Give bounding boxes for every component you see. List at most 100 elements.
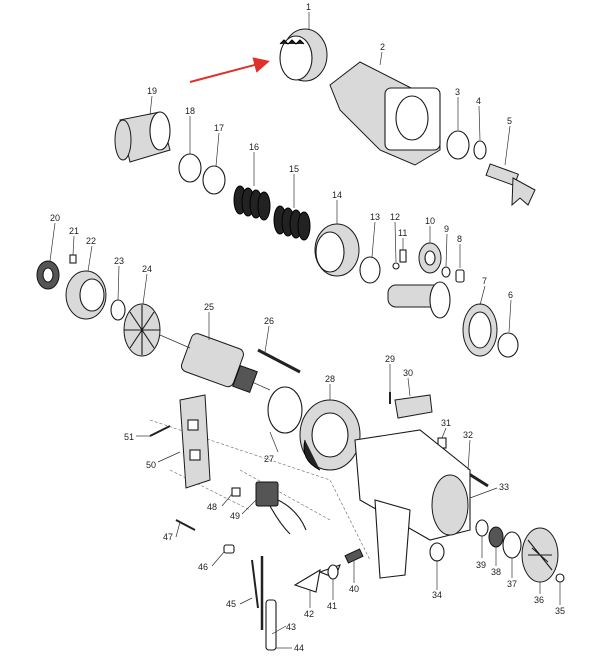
part-2-gear-housing <box>329 61 441 166</box>
part-label-36: 36 <box>534 595 544 605</box>
part-label-17: 17 <box>214 123 224 133</box>
part-37-washer <box>502 531 522 559</box>
part-51-screw <box>149 425 171 437</box>
part-label-45: 45 <box>226 599 236 609</box>
part-27-washer <box>267 386 303 434</box>
part-label-2: 2 <box>380 42 385 52</box>
part-20-bearing <box>36 260 60 290</box>
part-50-handle-plate <box>179 394 211 489</box>
part-label-1: 1 <box>306 2 311 12</box>
part-label-10: 10 <box>425 216 435 226</box>
part-label-18: 18 <box>185 106 195 116</box>
part-28-field <box>299 399 361 471</box>
part-label-37: 37 <box>507 579 517 589</box>
part-18-washer <box>178 153 202 183</box>
part-40-strain-relief <box>344 548 364 564</box>
part-46-connector <box>223 544 235 554</box>
part-16-spring <box>233 185 271 221</box>
highlight-arrow <box>189 57 270 83</box>
part-label-49: 49 <box>230 511 240 521</box>
part-label-20: 20 <box>50 213 60 223</box>
part-label-16: 16 <box>249 142 259 152</box>
part-15-spring <box>273 205 311 241</box>
part-label-40: 40 <box>349 584 359 594</box>
part-label-6: 6 <box>508 290 513 300</box>
part-4-ring <box>473 140 487 160</box>
part-label-42: 42 <box>304 609 314 619</box>
part-11-pin <box>399 249 407 263</box>
part-label-47: 47 <box>163 532 173 542</box>
part-label-44: 44 <box>294 643 304 653</box>
part-label-23: 23 <box>114 256 124 266</box>
part-label-29: 29 <box>385 354 395 364</box>
part-label-4: 4 <box>476 96 481 106</box>
part-label-22: 22 <box>86 236 96 246</box>
part-42-cord-clamp <box>293 568 321 593</box>
part-36-cover <box>521 527 559 583</box>
part-25-armature <box>159 333 271 394</box>
part-44-cord-plug <box>265 599 277 651</box>
part-label-14: 14 <box>332 190 342 200</box>
part-45-cord-wire <box>251 559 259 609</box>
part-label-33: 33 <box>499 482 509 492</box>
part-label-31: 31 <box>441 418 451 428</box>
part-5-anvil <box>485 163 536 207</box>
part-34-washer <box>429 542 445 562</box>
part-label-21: 21 <box>69 226 79 236</box>
part-label-34: 34 <box>432 590 442 600</box>
part-30-plate <box>394 394 433 419</box>
part-label-43: 43 <box>286 622 296 632</box>
part-label-32: 32 <box>463 430 473 440</box>
part-10-gear <box>418 242 442 274</box>
part-label-7: 7 <box>482 276 487 286</box>
part-label-51: 51 <box>124 432 134 442</box>
part-label-3: 3 <box>455 87 460 97</box>
part-7-internal-gear <box>462 303 498 357</box>
part-label-38: 38 <box>491 567 501 577</box>
assembly-guide-lines <box>149 419 371 561</box>
part-49-switch <box>255 481 307 535</box>
part-label-5: 5 <box>507 116 512 126</box>
part-label-46: 46 <box>198 562 208 572</box>
part-spindle-assembly <box>387 281 451 319</box>
part-label-41: 41 <box>327 601 337 611</box>
part-9-washer <box>441 266 451 278</box>
part-38-bearing <box>488 526 504 548</box>
part-label-26: 26 <box>264 316 274 326</box>
part-label-19: 19 <box>147 86 157 96</box>
part-label-13: 13 <box>370 212 380 222</box>
part-8-pin <box>455 269 465 283</box>
part-41-cord-guard <box>318 564 341 580</box>
part-6-washer <box>497 332 519 358</box>
part-label-27: 27 <box>264 454 274 464</box>
part-label-25: 25 <box>204 302 214 312</box>
part-23-ring <box>110 299 126 321</box>
part-1-ring-nut <box>279 28 328 82</box>
part-12-ball <box>392 262 400 270</box>
part-24-fan <box>123 303 161 357</box>
part-21-pin <box>69 254 77 264</box>
part-35-screw <box>555 573 565 583</box>
part-3-washer <box>446 130 470 160</box>
part-label-30: 30 <box>403 368 413 378</box>
part-label-48: 48 <box>207 502 217 512</box>
part-label-9: 9 <box>444 224 449 234</box>
part-39-washer <box>475 519 489 537</box>
part-label-35: 35 <box>555 606 565 616</box>
part-14-sleeve <box>314 223 360 277</box>
part-label-24: 24 <box>142 264 152 274</box>
part-label-28: 28 <box>325 374 335 384</box>
part-17-washer <box>202 165 226 195</box>
part-48-terminal <box>231 487 241 497</box>
part-47-screw <box>175 519 196 531</box>
part-22-baffle <box>65 270 107 320</box>
part-label-15: 15 <box>289 164 299 174</box>
part-26-screw <box>257 348 301 374</box>
part-label-50: 50 <box>146 460 156 470</box>
part-label-39: 39 <box>476 560 486 570</box>
part-label-12: 12 <box>390 212 400 222</box>
part-labels: 1 2 3 4 5 6 7 8 9 10 11 12 13 14 15 16 1… <box>49 2 565 653</box>
part-label-8: 8 <box>457 234 462 244</box>
part-19-cover <box>114 111 171 163</box>
